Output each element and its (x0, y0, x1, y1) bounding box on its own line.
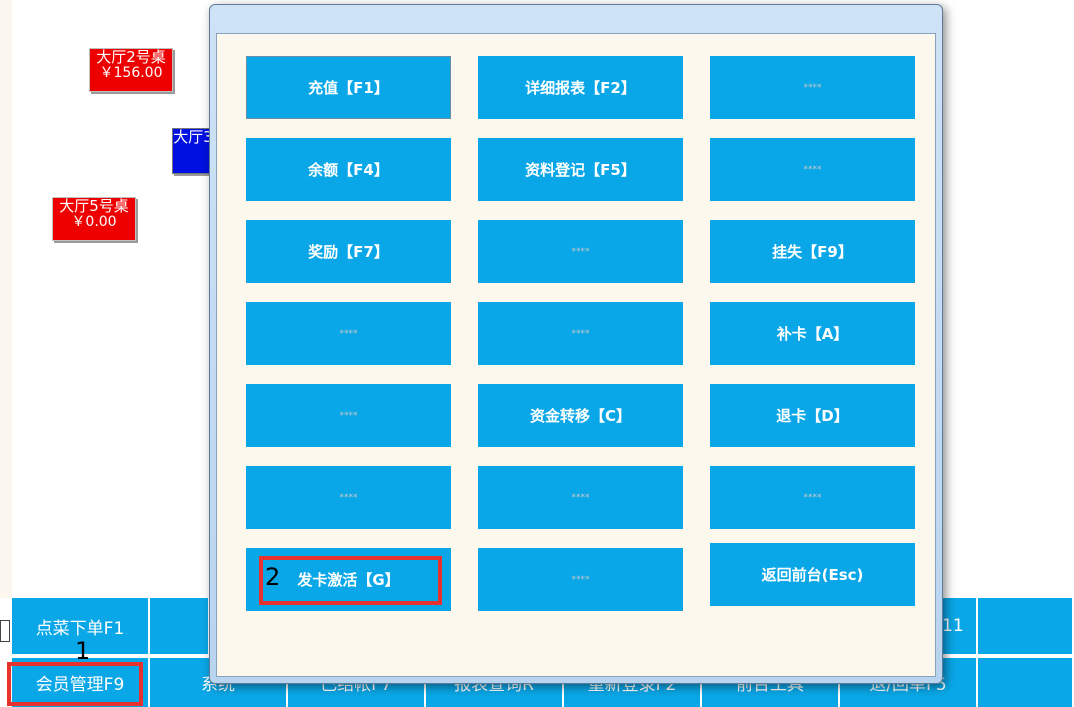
empty-slot-button[interactable]: **** (246, 466, 451, 529)
toolbar-button[interactable]: 11 (940, 598, 978, 654)
annotation-box-step-1 (7, 662, 143, 706)
empty-slot-button[interactable]: **** (478, 466, 683, 529)
table-tile-hall-5[interactable]: 大厅5号桌 ￥0.00 (52, 197, 136, 241)
member-management-button[interactable]: 会员管理F9 (12, 658, 150, 707)
table-name: 大厅2号桌 (96, 48, 166, 66)
recharge-button[interactable]: 充值【F1】 (246, 56, 451, 119)
reissue-card-button[interactable]: 补卡【A】 (710, 302, 915, 365)
empty-slot-button[interactable]: **** (710, 138, 915, 201)
empty-slot-button[interactable]: **** (478, 220, 683, 283)
fund-transfer-button[interactable]: 资金转移【C】 (478, 384, 683, 447)
table-tile-hall-2[interactable]: 大厅2号桌 ￥156.00 (89, 48, 173, 92)
table-amount: ￥156.00 (99, 65, 163, 81)
refund-card-button[interactable]: 退卡【D】 (710, 384, 915, 447)
reward-button[interactable]: 奖励【F7】 (246, 220, 451, 283)
member-management-dialog: 充值【F1】 详细报表【F2】 **** 余额【F4】 资料登记【F5】 ***… (209, 4, 943, 684)
order-button[interactable]: 点菜下单F1 (12, 598, 150, 654)
empty-slot-button[interactable]: **** (478, 302, 683, 365)
info-register-button[interactable]: 资料登记【F5】 (478, 138, 683, 201)
detail-report-button[interactable]: 详细报表【F2】 (478, 56, 683, 119)
bottom-toolbar-row-1: 点菜下单F1 11 (0, 598, 1074, 654)
dialog-body: 充值【F1】 详细报表【F2】 **** 余额【F4】 资料登记【F5】 ***… (216, 33, 936, 677)
empty-slot-button[interactable]: **** (478, 548, 683, 611)
table-name: 大厅3 (173, 128, 213, 146)
annotation-box-step-2 (259, 556, 442, 605)
table-tile-hall-3[interactable]: 大厅3 (172, 128, 214, 174)
checkbox[interactable] (0, 620, 10, 642)
empty-slot-button[interactable]: **** (710, 466, 915, 529)
toolbar-button[interactable] (978, 598, 1074, 654)
report-loss-button[interactable]: 挂失【F9】 (710, 220, 915, 283)
empty-slot-button[interactable]: **** (246, 302, 451, 365)
balance-button[interactable]: 余额【F4】 (246, 138, 451, 201)
table-amount: ￥0.00 (71, 214, 117, 230)
empty-slot-button[interactable]: **** (710, 56, 915, 119)
table-name: 大厅5号桌 (59, 197, 129, 215)
toolbar-button[interactable] (978, 658, 1074, 707)
annotation-number-2: 2 (265, 563, 281, 591)
empty-slot-button[interactable]: **** (246, 384, 451, 447)
left-edge-strip (0, 0, 12, 598)
toolbar-button[interactable] (150, 598, 210, 654)
return-front-button[interactable]: 返回前台(Esc) (710, 543, 915, 606)
annotation-number-1: 1 (75, 637, 91, 665)
